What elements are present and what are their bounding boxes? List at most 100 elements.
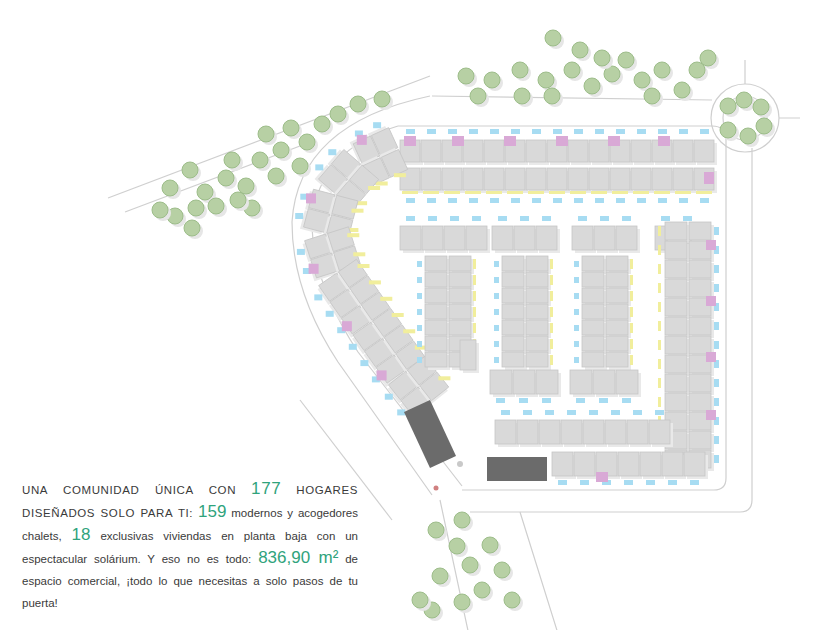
tree [634, 72, 650, 88]
garden [376, 182, 388, 186]
house [460, 340, 476, 370]
garden [550, 339, 553, 349]
pool [633, 410, 642, 415]
house [449, 304, 471, 319]
pool [700, 198, 709, 203]
house [425, 256, 447, 271]
garden [358, 264, 370, 268]
pool [397, 409, 405, 415]
pool [700, 129, 709, 134]
pool [683, 216, 692, 221]
pool [714, 455, 719, 463]
house [526, 140, 546, 162]
garden [658, 340, 661, 350]
road-edge [745, 60, 800, 118]
solarium [452, 136, 464, 146]
solarium [377, 370, 387, 380]
tree [482, 537, 498, 553]
tree [268, 168, 284, 184]
pool [314, 294, 322, 300]
house [484, 168, 504, 190]
house [689, 374, 711, 392]
pool [595, 129, 604, 134]
pool [542, 398, 551, 403]
tree [412, 592, 428, 608]
pool [469, 129, 478, 134]
car [434, 486, 439, 491]
tree [654, 62, 670, 78]
garden [473, 307, 476, 317]
house [400, 226, 421, 250]
tree [428, 522, 444, 538]
pool [417, 293, 422, 299]
pool [490, 198, 499, 203]
tree [594, 50, 610, 66]
road-edge [300, 400, 392, 520]
tree [432, 568, 448, 584]
house [449, 256, 471, 271]
garden [630, 259, 633, 269]
garden [368, 186, 380, 190]
house [444, 226, 465, 250]
house [536, 370, 558, 394]
pool [574, 129, 583, 134]
house [539, 420, 560, 444]
tree [484, 72, 500, 88]
pool [494, 309, 499, 315]
garden [486, 191, 502, 194]
pool [679, 198, 688, 203]
house [616, 226, 637, 250]
house [526, 320, 548, 335]
garden [473, 275, 476, 285]
tree [350, 96, 366, 112]
pool [427, 129, 436, 134]
house [526, 288, 548, 303]
tree [162, 180, 178, 196]
house [574, 452, 595, 476]
pool [714, 379, 719, 387]
house [425, 352, 447, 367]
solarium [704, 172, 714, 184]
pool [472, 216, 481, 221]
garden [550, 259, 553, 269]
road-edge [312, 126, 462, 486]
tree [618, 52, 634, 68]
house [582, 352, 604, 367]
tree [188, 200, 204, 216]
pool [690, 480, 699, 485]
garden [473, 323, 476, 333]
house [689, 393, 711, 411]
pool [406, 216, 415, 221]
pool [427, 198, 436, 203]
tree [512, 62, 528, 78]
house [547, 168, 567, 190]
garden [696, 191, 712, 194]
garden [444, 191, 460, 194]
pool [574, 325, 579, 331]
pool [501, 410, 510, 415]
house [665, 241, 687, 259]
house [526, 256, 548, 271]
garden [380, 297, 392, 301]
path-edge [440, 500, 560, 630]
house [552, 452, 573, 476]
tree [230, 192, 246, 208]
garden [402, 191, 418, 194]
house [589, 140, 609, 162]
house [665, 298, 687, 316]
tree [674, 82, 690, 98]
pool [494, 341, 499, 347]
garden [528, 191, 544, 194]
house [536, 226, 557, 250]
tree [504, 592, 520, 608]
pool [520, 216, 529, 221]
house [490, 370, 512, 394]
garden [658, 283, 661, 293]
house [505, 168, 525, 190]
pool [595, 198, 604, 203]
tree [564, 62, 580, 78]
pool [297, 249, 305, 255]
house [463, 140, 483, 162]
tree [182, 162, 198, 178]
pool [511, 129, 520, 134]
